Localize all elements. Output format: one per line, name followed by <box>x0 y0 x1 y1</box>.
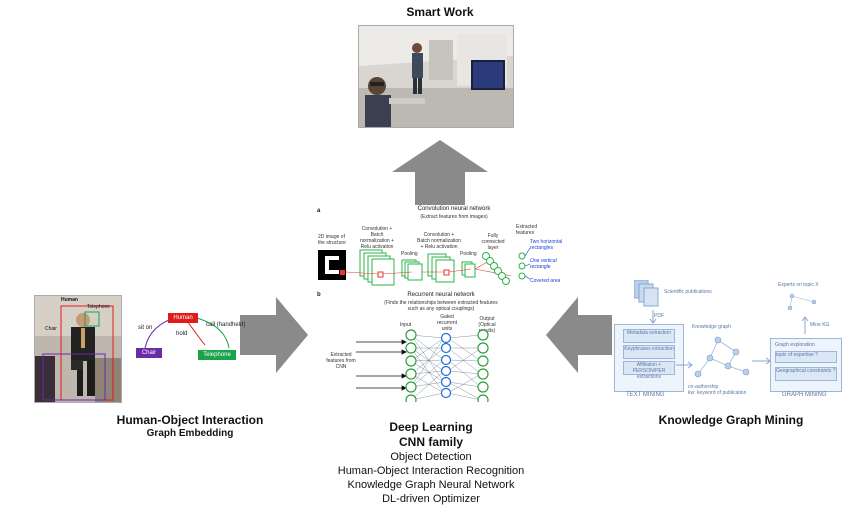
stage-2d-label: 2D image of the structure <box>318 234 346 246</box>
kg-keyword-pub: kw: keyword of publication <box>688 390 747 396</box>
cnn-diagram <box>318 247 531 286</box>
kg-right-arrow-1 <box>676 361 693 369</box>
rnn-subtitle-1: (Finds the relationships between extract… <box>384 300 498 306</box>
conv-block-2 <box>427 253 455 283</box>
arrow-left <box>546 297 612 373</box>
stage-conv2-label: Convolution + Batch normalization + Relu… <box>417 232 461 250</box>
cnn-subtitle: (Extract features from images) <box>420 214 488 220</box>
kg-geo-constraints: Geographical constraints ? <box>775 367 837 381</box>
smart-work-photo <box>358 25 514 128</box>
kg-up-arrow <box>801 316 809 334</box>
cnn-panel: a Convolution neural network (Extract fe… <box>316 206 562 298</box>
rnn-input-layer <box>405 329 417 402</box>
photo-label-chair: Chair <box>45 326 57 332</box>
stage-pool2-label: Pooling <box>460 251 477 257</box>
graph-node-chair: Chair <box>136 348 162 358</box>
kg-topic-expertise: topic of expertise ? <box>775 351 837 363</box>
fc-layer <box>482 252 510 285</box>
kg-knowledge-graph-label: Knowledge graph <box>692 324 731 330</box>
cnn-title: Convolution neural network <box>417 206 491 212</box>
feature-two-horizontal: Two horizontal rectangles <box>530 239 563 251</box>
rnn-gated-layer <box>440 332 452 399</box>
kg-graph-diagram <box>694 336 750 378</box>
hoi-photo: Human Telephone Chair <box>34 295 122 403</box>
feature-one-vertical: One vertical rectangle <box>530 258 557 270</box>
graph-edge-hold: hold <box>176 331 188 337</box>
conv-block-1 <box>359 249 395 286</box>
rnn-panel: b Recurrent neural network (Finds the re… <box>316 290 546 402</box>
feature-covered-area: Covered area <box>530 278 561 284</box>
dl-item-optimizer: DL-driven Optimizer <box>382 493 480 505</box>
dl-item-object-detection: Object Detection <box>390 451 472 463</box>
arrow-up <box>392 140 488 205</box>
dl-item-kg-neural-network: Knowledge Graph Neural Network <box>347 479 515 491</box>
rnn-input-label: Input <box>400 322 412 328</box>
feature-nodes <box>518 252 526 280</box>
kg-experts: Experts on topic X <box>778 282 819 288</box>
graph-edge-sit-on: sit on <box>138 325 153 331</box>
photo-label-telephone: Telephone <box>87 304 111 310</box>
panel-a-label: a <box>317 208 321 214</box>
kg-mine-kg: Mine KG <box>810 322 830 328</box>
smart-work-title: Smart Work <box>406 5 474 19</box>
graph-edge-call: call (handheld) <box>206 322 246 328</box>
telephone-bbox <box>84 311 100 327</box>
kg-title: Knowledge Graph Mining <box>658 413 804 427</box>
input-image <box>318 250 346 280</box>
text-mining-box: Metadata extraction Keyphrases extractio… <box>614 324 684 392</box>
document-stack-icon <box>634 280 659 307</box>
stage-features-label: Extracted features <box>516 224 538 236</box>
pool-block-1 <box>401 259 423 281</box>
pool-block-2 <box>461 261 476 278</box>
kg-graph-exploration: Graph exploration <box>775 342 815 348</box>
rnn-output-layer <box>477 329 489 402</box>
rnn-extracted-label: Extracted features from CNN <box>326 352 356 370</box>
kg-experts-graph <box>787 293 817 311</box>
office-scene-image <box>359 26 513 127</box>
hoi-subtitle: Graph Embedding <box>146 428 234 439</box>
graph-node-human: Human <box>168 313 198 323</box>
deep-learning-heading: Deep Learning <box>389 420 473 434</box>
stage-pool1-label: Pooling <box>401 251 418 257</box>
rnn-subtitle-2: such as any optical couplings) <box>407 306 475 312</box>
rnn-diagram <box>356 329 489 402</box>
hoi-title: Human-Object Interaction <box>116 413 264 427</box>
rnn-title: Recurrent neural network <box>407 292 475 298</box>
chair-bbox <box>42 353 106 401</box>
panel-b-label: b <box>317 292 321 298</box>
kg-sci-pub: Scientific publications <box>664 289 712 295</box>
cnn-family-heading: CNN family <box>398 435 463 449</box>
rnn-output-label: Output (Optical results) <box>478 316 496 334</box>
rnn-gated-label: Gated recurrent units <box>436 314 457 332</box>
hoi-scene-image <box>35 296 121 402</box>
kg-co-authorship: co-authorship <box>688 384 719 390</box>
graph-node-telephone: Telephone <box>198 350 236 360</box>
kg-text-mining-label: TEXT MINING <box>626 392 665 398</box>
kg-metadata: Metadata extraction <box>623 329 675 343</box>
photo-label-human: Human <box>61 297 78 303</box>
graph-mining-box: Graph exploration topic of expertise ? G… <box>770 338 842 392</box>
kg-keyphrases: Keyphrases extraction <box>623 345 675 359</box>
arrow-right <box>240 297 308 373</box>
kg-down-arrow <box>649 310 657 324</box>
kg-affiliation: Affiliation + PERSON/PER extractions <box>623 361 675 380</box>
dl-item-hoi-recognition: Human-Object Interaction Recognition <box>337 465 525 477</box>
kg-pdf: PDF <box>654 313 664 319</box>
kg-panel: Scientific publications PDF Metadata ext… <box>612 276 852 402</box>
stage-fc-label: Fully connected layer <box>481 233 505 251</box>
kg-graph-mining-label: GRAPH MINING <box>782 392 827 398</box>
stage-conv1-label: Convolution + Batch normalization + Relu… <box>359 226 395 250</box>
